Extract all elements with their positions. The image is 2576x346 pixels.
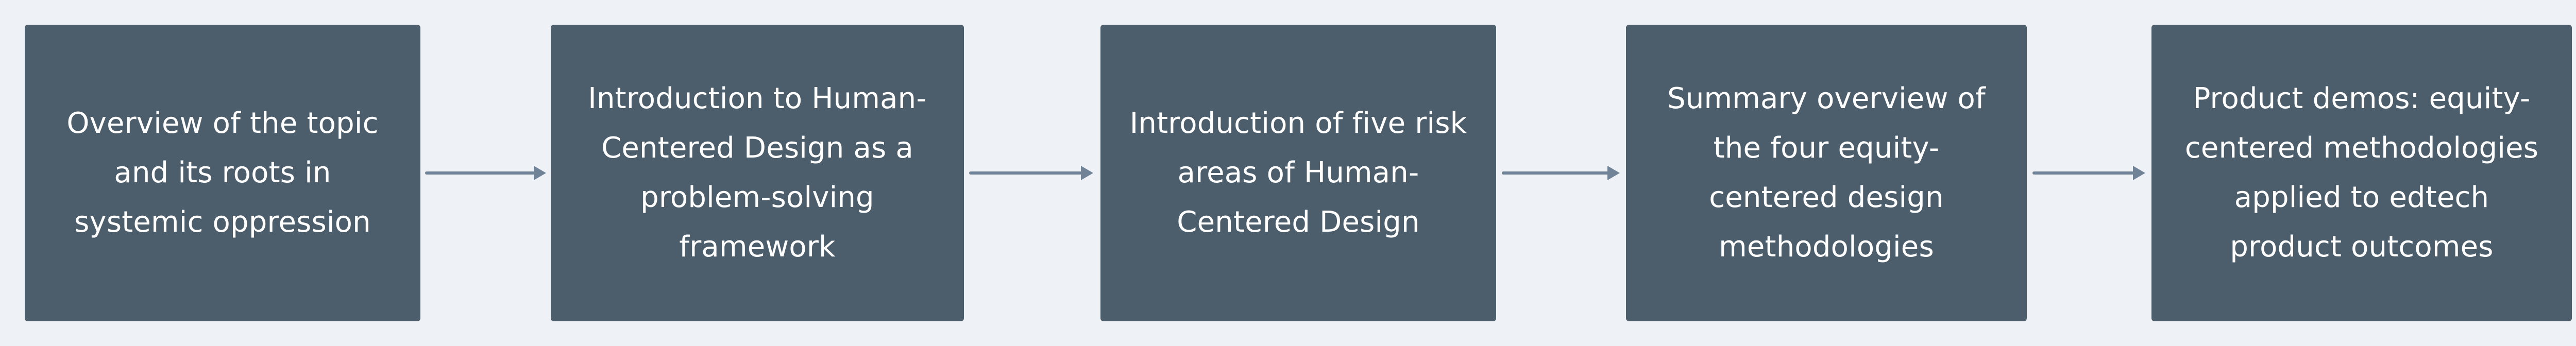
arrow-4-5: [2032, 166, 2145, 180]
arrow-3-4: [1502, 166, 1620, 180]
step-3-line: areas of Human-: [1177, 156, 1419, 189]
step-2-line: problem-solving: [640, 181, 874, 214]
step-5-text: Product demos: equity- centered methodol…: [2185, 74, 2538, 272]
arrow-1-2: [425, 166, 546, 180]
step-2-text: Introduction to Human- Centered Design a…: [588, 74, 927, 272]
step-4-line: methodologies: [1719, 230, 1934, 264]
step-5-line: product outcomes: [2230, 230, 2494, 264]
step-3-line: Introduction of five risk: [1129, 107, 1467, 140]
step-2-box: Introduction to Human- Centered Design a…: [551, 25, 964, 321]
step-1-box: Overview of the topic and its roots in s…: [25, 25, 420, 321]
step-5-line: applied to edtech: [2234, 181, 2489, 214]
arrow-2-3: [969, 166, 1093, 180]
step-4-text: Summary overview of the four equity- cen…: [1667, 74, 1986, 272]
step-3-line: Centered Design: [1177, 205, 1420, 239]
step-2-line: Centered Design as a: [601, 131, 913, 165]
step-1-line: and its roots in: [114, 156, 331, 189]
step-4-line: Summary overview of: [1667, 82, 1986, 115]
step-3-text: Introduction of five risk areas of Human…: [1130, 99, 1467, 247]
step-4-line: the four equity-: [1713, 131, 1940, 165]
step-5-line: Product demos: equity-: [2193, 82, 2531, 115]
step-1-line: Overview of the topic: [66, 107, 379, 140]
step-5-box: Product demos: equity- centered methodol…: [2151, 25, 2572, 321]
step-2-line: framework: [679, 230, 836, 264]
step-1-line: systemic oppression: [74, 205, 371, 239]
step-1-text: Overview of the topic and its roots in s…: [66, 99, 378, 247]
step-3-box: Introduction of five risk areas of Human…: [1100, 25, 1496, 321]
step-4-box: Summary overview of the four equity- cen…: [1626, 25, 2027, 321]
step-2-line: Introduction to Human-: [588, 82, 927, 115]
step-4-line: centered design: [1709, 181, 1944, 214]
step-5-line: centered methodologies: [2184, 131, 2539, 165]
